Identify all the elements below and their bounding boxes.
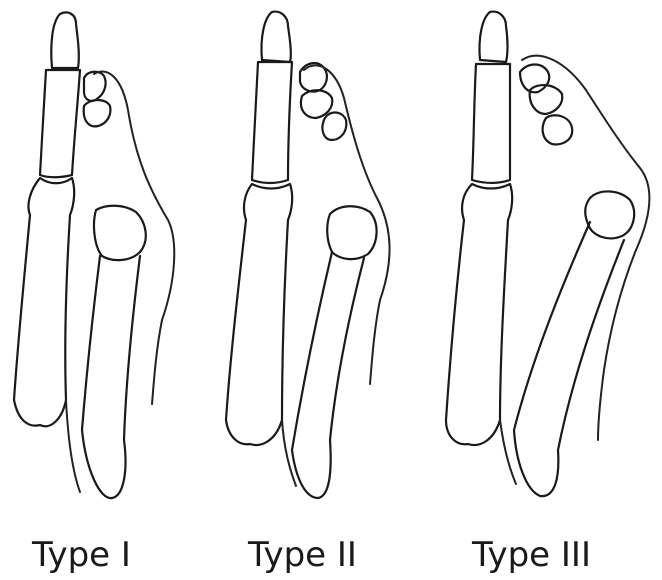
- caption-type-2: Type II: [248, 535, 357, 575]
- caption-type-1: Type I: [32, 535, 131, 575]
- caption-type-3: Type III: [472, 535, 591, 575]
